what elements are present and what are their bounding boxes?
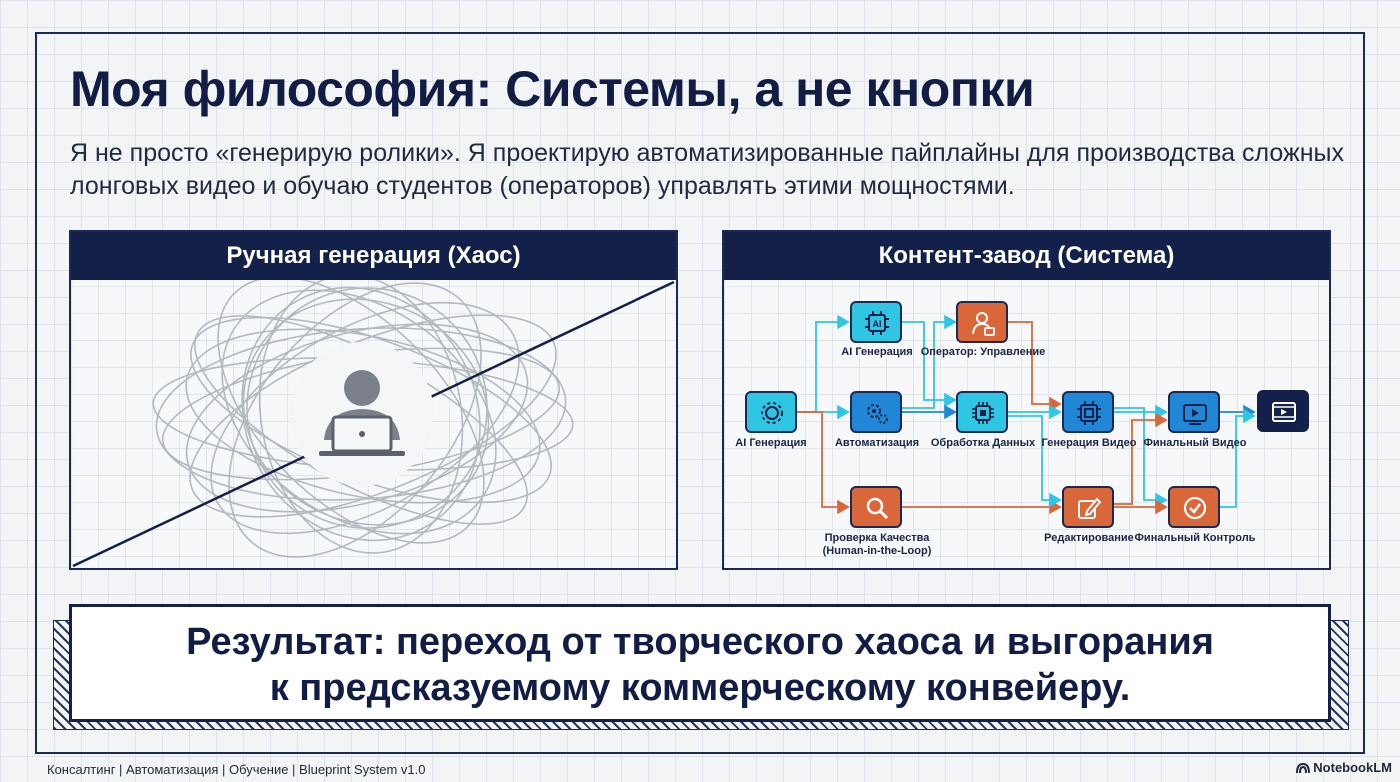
node-label: AI Генерация [735,437,807,449]
chaos-panel: Ручная генерация (Хаос) [69,230,678,570]
node-operator [956,301,1008,343]
gear-cog-icon [761,402,783,424]
result-banner: Результат: переход от творческого хаоса … [69,604,1331,722]
chaos-scribble-illustration [72,280,675,568]
footer-tagline: Консалтинг | Автоматизация | Обучение | … [47,762,426,777]
system-flow-diagram: AI Генерация AI AI Генерация Автоматизац… [724,280,1329,568]
result-line-2: к предсказуемому коммерческому конвейеру… [269,667,1131,709]
node-label: Редактирование [1044,532,1134,544]
node-automation [850,391,902,433]
node-quality-check [850,486,902,528]
node-label: Проверка Качества (Human-in-the-Loop) [822,532,932,557]
node-label: AI Генерация [841,346,913,358]
chaos-panel-body [71,280,676,568]
node-ai-generation: AI [850,301,902,343]
node-output [1257,390,1309,432]
node-data-processing [956,391,1008,433]
node-final-video [1168,391,1220,433]
node-label: Автоматизация [834,437,920,449]
node-label: Финальный Видео [1143,437,1247,449]
cpu-chip-icon [972,402,994,424]
notebooklm-badge[interactable]: NotebookLM [1296,760,1392,775]
system-panel-header: Контент-завод (Система) [724,232,1329,280]
node-editing [1062,486,1114,528]
operator-icon [972,312,995,336]
system-panel: Контент-завод (Система) [722,230,1331,570]
person-at-laptop-icon [319,370,405,456]
ai-chip-icon: AI [865,311,889,335]
magnifier-icon [866,497,889,520]
edit-pen-icon [1078,497,1102,519]
node-ai-generation-input [745,391,797,433]
check-circle-icon [1183,496,1207,520]
notebooklm-logo-icon [1296,762,1311,774]
slide-frame [35,32,1365,754]
node-video-generation [1062,391,1114,433]
page-title: Моя философия: Системы, а не кнопки [70,61,1035,117]
page-subtitle: Я не просто «генерирую ролики». Я проект… [70,139,1345,200]
node-final-control [1168,486,1220,528]
node-label: Генерация Видео [1041,437,1137,449]
processor-icon [1077,401,1101,425]
gears-icon [867,404,888,424]
svg-text:AI: AI [873,319,882,329]
notebooklm-label: NotebookLM [1313,760,1392,775]
flow-connectors [797,314,1256,515]
chaos-panel-header: Ручная генерация (Хаос) [71,232,676,280]
node-label: Оператор: Управление [920,346,1046,358]
result-line-1: Результат: переход от творческого хаоса … [186,621,1214,663]
node-label: Финальный Контроль [1134,532,1256,544]
video-play-icon [1183,404,1207,425]
node-label: Обработка Данных [930,437,1036,449]
film-play-icon [1272,402,1296,422]
